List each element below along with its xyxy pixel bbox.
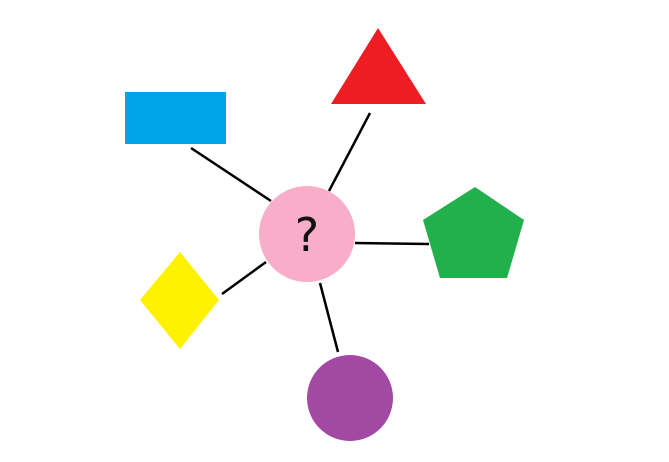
connector-pentagon [354,241,430,246]
blue-rectangle [125,92,226,144]
connector-triangle [327,112,372,192]
connector-diamond [221,260,267,296]
purple-circle [307,355,393,441]
red-triangle [331,28,426,104]
yellow-diamond [140,252,219,349]
connector-rectangle [190,146,272,203]
center-node [259,186,355,282]
green-pentagon [423,187,524,278]
connector-circle [318,282,340,353]
center-question-mark: ? [295,208,319,262]
